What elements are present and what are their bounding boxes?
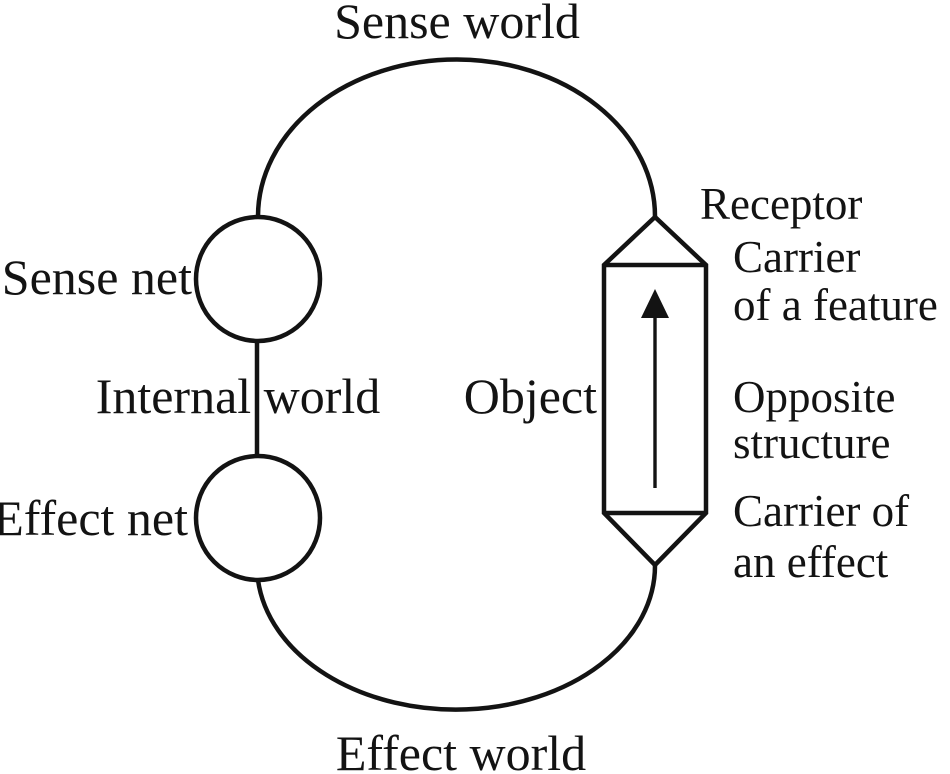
carrier-of-feature-line2: of a feature xyxy=(733,280,938,330)
effect-net-circle-icon xyxy=(193,453,323,583)
carrier-of-effect-label: Carrier of an effect xyxy=(733,486,909,588)
object-label: Object xyxy=(463,368,597,424)
opposite-structure-line2: structure xyxy=(733,418,891,468)
up-arrow-icon xyxy=(641,289,669,318)
sense-net-circle-icon xyxy=(193,214,323,344)
carrier-of-feature-label: Carrier of a feature xyxy=(733,233,938,329)
opposite-structure-line1: Opposite xyxy=(733,372,896,422)
effect-world-arc-icon xyxy=(255,564,658,712)
carrier-of-effect-line2: an effect xyxy=(733,537,889,587)
sense-world-label: Sense world xyxy=(334,0,580,49)
receptor-label: Receptor xyxy=(700,179,863,229)
effect-net-label: Effect net xyxy=(0,490,188,546)
internal-world-label: Internal world xyxy=(95,368,381,424)
sense-world-arc-icon xyxy=(255,57,658,218)
effect-world-label: Effect world xyxy=(335,725,587,774)
sense-net-label: Sense net xyxy=(1,249,192,305)
opposite-structure-label: Opposite structure xyxy=(733,374,896,466)
carrier-of-feature-line1: Carrier xyxy=(733,232,861,282)
carrier-of-effect-line1: Carrier of xyxy=(733,486,910,536)
